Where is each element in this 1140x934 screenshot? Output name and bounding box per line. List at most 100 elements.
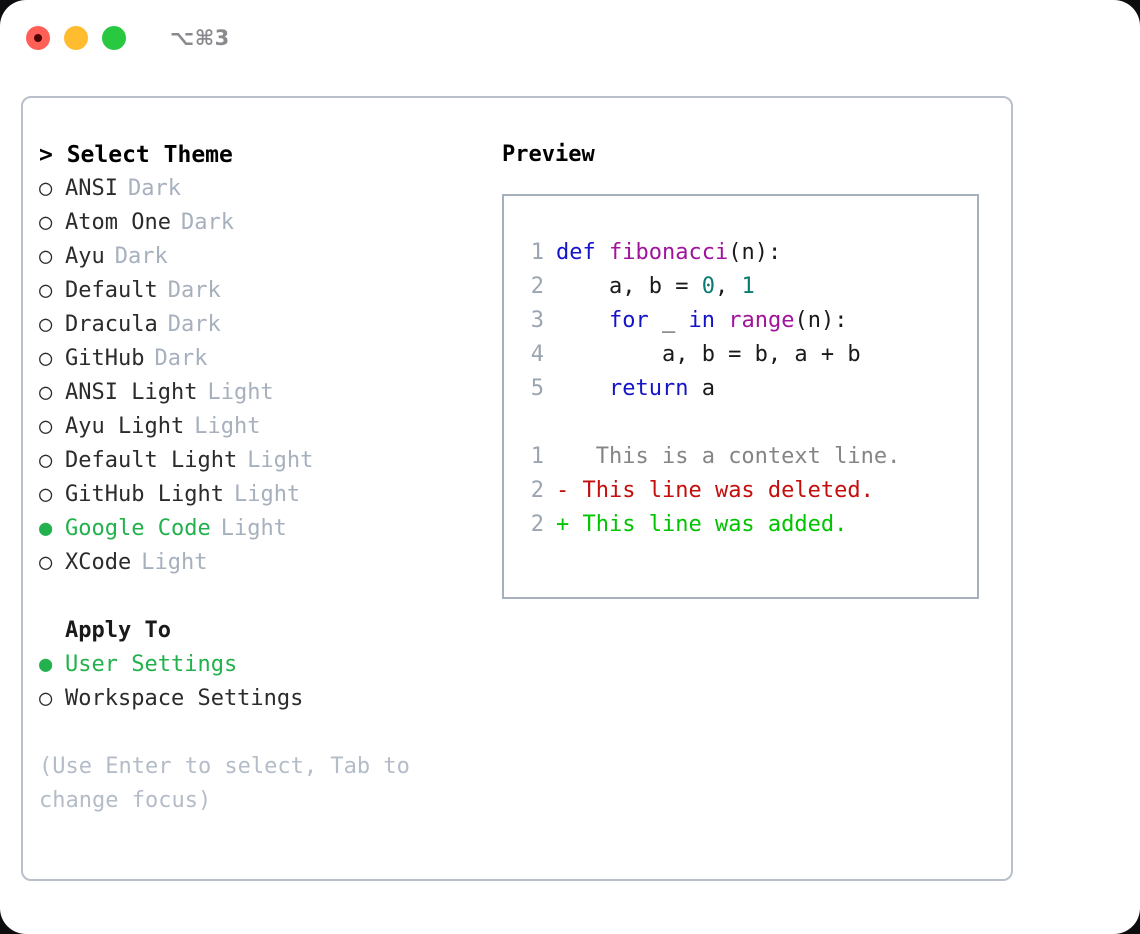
theme-option-tag: Dark [167, 278, 221, 303]
code-token: def [556, 240, 596, 265]
theme-option-tag: Dark [127, 176, 181, 201]
theme-option-tag: Dark [180, 210, 234, 235]
code-token: (n): [794, 308, 848, 333]
close-button[interactable] [26, 26, 50, 50]
theme-option-2[interactable]: ○ Ayu Dark [39, 240, 479, 274]
diff-text: This is a context line. [569, 444, 901, 469]
keyboard-hint-text: (Use Enter to select, Tab to change focu… [39, 754, 410, 813]
theme-option-tag: Light [220, 516, 287, 541]
theme-option-label: Google Code [65, 516, 211, 541]
radio-unselected-icon: ○ [39, 210, 53, 235]
theme-option-0[interactable]: ○ ANSI Dark [39, 172, 479, 206]
code-line: 2 a, b = 0, 1 [518, 270, 977, 304]
apply-option-1[interactable]: ○ Workspace Settings [39, 682, 479, 716]
line-number: 1 [530, 240, 544, 265]
theme-option-10[interactable]: ● Google Code Light [39, 512, 479, 546]
radio-unselected-icon: ○ [39, 550, 53, 575]
code-line: 1 def fibonacci(n): [518, 236, 977, 270]
preview-title: Preview [502, 142, 595, 167]
code-token: a [688, 376, 715, 401]
code-token: for [608, 308, 649, 333]
diff-line: 2+ This line was added. [518, 508, 977, 542]
line-number: 5 [530, 376, 544, 401]
diff-marker: - [556, 478, 570, 503]
theme-option-label: GitHub Light [65, 482, 224, 507]
code-line: 5 return a [518, 372, 977, 406]
line-number: 2 [530, 478, 544, 503]
code-token: in [688, 308, 715, 333]
radio-selected-icon: ● [39, 516, 53, 541]
code-token: a, b = [556, 274, 702, 299]
code-token [715, 308, 728, 333]
line-number: 4 [530, 342, 544, 367]
diff-text: This line was added. [569, 512, 848, 537]
radio-unselected-icon: ○ [39, 414, 53, 439]
code-line: 4 a, b = b, a + b [518, 338, 977, 372]
theme-option-label: Atom One [65, 210, 171, 235]
maximize-button[interactable] [102, 26, 126, 50]
code-token: a, b = b, a + b [556, 342, 861, 367]
apply-option-0[interactable]: ● User Settings [39, 648, 479, 682]
diff-marker: + [556, 512, 570, 537]
code-token: 0 [701, 274, 715, 299]
code-token: 1 [741, 274, 755, 299]
theme-option-tag: Dark [167, 312, 221, 337]
theme-option-3[interactable]: ○ Default Dark [39, 274, 479, 308]
minimize-button[interactable] [64, 26, 88, 50]
apply-to-list[interactable]: ● User Settings ○ Workspace Settings [39, 648, 479, 716]
theme-option-label: GitHub [65, 346, 145, 371]
theme-option-tag: Dark [154, 346, 208, 371]
theme-option-tag: Dark [114, 244, 168, 269]
theme-option-1[interactable]: ○ Atom One Dark [39, 206, 479, 240]
radio-unselected-icon: ○ [39, 448, 53, 473]
theme-option-label: Dracula [65, 312, 158, 337]
radio-unselected-icon: ○ [39, 244, 53, 269]
keyboard-shortcut-label: ⌥⌘3 [170, 26, 230, 50]
line-number: 1 [530, 444, 544, 469]
radio-unselected-icon: ○ [39, 312, 53, 337]
list-spacer [39, 580, 479, 614]
diff-line: 1 This is a context line. [518, 440, 977, 474]
theme-option-tag: Light [141, 550, 208, 575]
theme-option-label: Default [65, 278, 158, 303]
diff-text: This line was deleted. [569, 478, 874, 503]
diff-line: 2- This line was deleted. [518, 474, 977, 508]
traffic-lights [26, 26, 126, 50]
theme-option-label: XCode [65, 550, 132, 575]
code-token [596, 240, 609, 265]
apply-option-label: Workspace Settings [65, 686, 304, 711]
line-number: 3 [530, 308, 544, 333]
code-token: fibonacci [609, 240, 729, 265]
theme-option-11[interactable]: ○ XCode Light [39, 546, 479, 580]
radio-selected-icon: ● [39, 652, 53, 677]
apply-to-header: Apply To [65, 618, 171, 643]
theme-option-4[interactable]: ○ Dracula Dark [39, 308, 479, 342]
theme-option-label: Ayu [65, 244, 105, 269]
radio-unselected-icon: ○ [39, 278, 53, 303]
code-token: range [728, 308, 795, 333]
radio-unselected-icon: ○ [39, 686, 53, 711]
theme-option-label: ANSI [65, 176, 118, 201]
theme-option-tag: Light [247, 448, 314, 473]
apply-option-label: User Settings [65, 652, 238, 677]
code-token: , [714, 274, 742, 299]
code-token: (n): [728, 240, 782, 265]
code-token: _ [648, 308, 689, 333]
code-line: 3 for _ in range(n): [518, 304, 977, 338]
theme-option-tag: Light [207, 380, 274, 405]
diff-sample: 1 This is a context line.2- This line wa… [518, 440, 977, 542]
code-token: return [608, 376, 689, 401]
radio-unselected-icon: ○ [39, 176, 53, 201]
theme-option-tag: Light [194, 414, 261, 439]
select-theme-header: > Select Theme [39, 142, 233, 168]
